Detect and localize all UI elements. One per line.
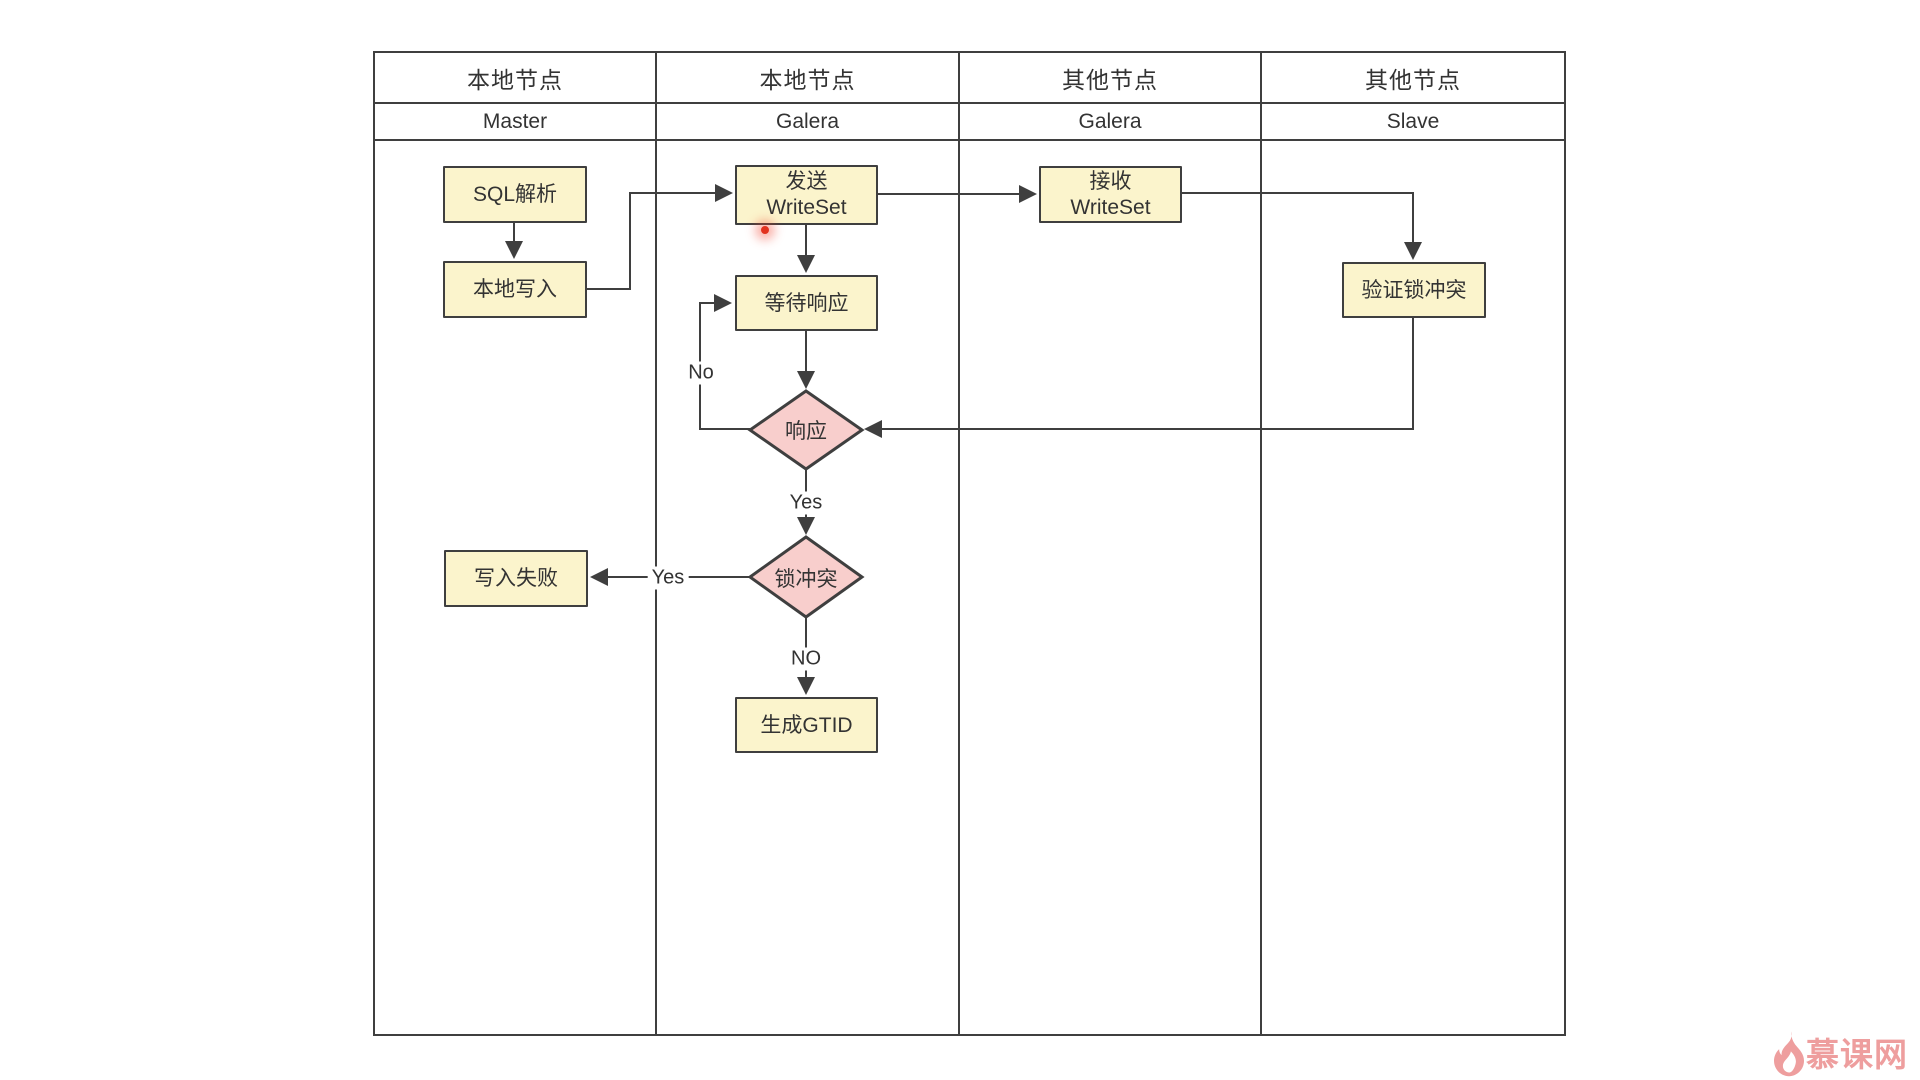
edge-label-response-yes: Yes bbox=[785, 491, 827, 515]
node-send-writeset-label-line2: WriteSet bbox=[766, 196, 847, 219]
node-write-fail: 写入失败 bbox=[444, 550, 588, 607]
edge-verifylock-to-response bbox=[864, 317, 1414, 438]
lane-header-master: Master bbox=[375, 104, 657, 139]
edge-label-lock-yes: Yes bbox=[647, 566, 689, 590]
node-local-write: 本地写入 bbox=[443, 261, 587, 318]
cursor-click-indicator bbox=[761, 226, 769, 234]
edge-localwrite-to-sendwriteset bbox=[587, 184, 733, 290]
lane-header-local-node-2: 本地节点 bbox=[657, 53, 960, 102]
decision-lock-conflict-label: 锁冲突 bbox=[774, 568, 838, 591]
node-send-writeset-label-line1: 发送 bbox=[785, 170, 828, 193]
watermark-imooc: 慕课网 bbox=[1774, 1031, 1908, 1077]
node-sql-parse: SQL解析 bbox=[443, 166, 587, 223]
node-verify-lock-conflict: 验证锁冲突 bbox=[1342, 262, 1486, 318]
edge-label-lock-no: NO bbox=[787, 647, 825, 671]
lane-header-galera-1: Galera bbox=[657, 104, 960, 139]
edge-recvwriteset-to-verifylock bbox=[1181, 192, 1422, 260]
lane-header-other-node-1: 其他节点 bbox=[960, 53, 1262, 102]
node-gen-gtid: 生成GTID bbox=[735, 697, 878, 753]
node-wait-response: 等待响应 bbox=[735, 275, 878, 331]
node-write-fail-label: 写入失败 bbox=[474, 567, 558, 590]
lane-header-row-role: Master Galera Galera Slave bbox=[375, 104, 1564, 141]
node-gen-gtid-label: 生成GTID bbox=[760, 713, 853, 737]
lane-header-local-node-1: 本地节点 bbox=[375, 53, 657, 102]
node-recv-writeset-label-line1: 接收 bbox=[1089, 169, 1132, 193]
flame-icon bbox=[1774, 1031, 1804, 1077]
lane-column-galera-local bbox=[657, 141, 960, 1034]
node-send-writeset: 发送 WriteSet bbox=[735, 165, 878, 225]
node-sql-parse-label: SQL解析 bbox=[472, 183, 558, 206]
edge-label-response-no: No bbox=[684, 361, 718, 385]
decision-response-label: 响应 bbox=[785, 420, 827, 443]
watermark-text: 慕课网 bbox=[1806, 1036, 1908, 1073]
lane-header-slave: Slave bbox=[1386, 109, 1440, 133]
decision-response-shape bbox=[747, 389, 865, 471]
lane-column-galera-other bbox=[960, 141, 1262, 1034]
node-recv-writeset: 接收 WriteSet bbox=[1039, 166, 1182, 223]
node-verify-lock-conflict-label: 验证锁冲突 bbox=[1361, 278, 1467, 302]
lane-header-other-node-2: 其他节点 bbox=[1365, 66, 1461, 93]
node-wait-response-label: 等待响应 bbox=[764, 291, 849, 315]
node-recv-writeset-label-line2: WriteSet bbox=[1070, 195, 1151, 219]
node-local-write-label: 本地写入 bbox=[473, 278, 557, 301]
lane-header-row-node-type: 本地节点 本地节点 其他节点 其他节点 bbox=[375, 53, 1564, 104]
lane-header-galera-2: Galera bbox=[960, 104, 1262, 139]
decision-lock-conflict-shape bbox=[747, 535, 865, 619]
